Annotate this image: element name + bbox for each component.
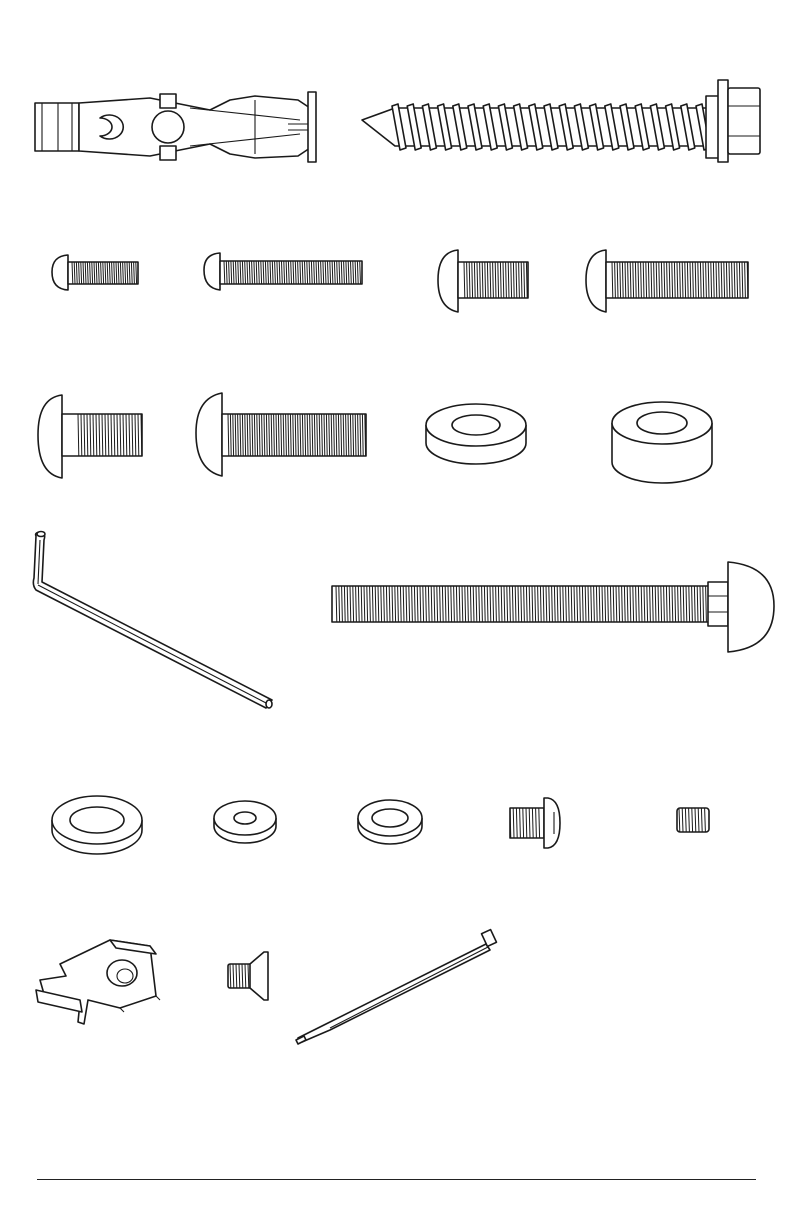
wall-anchor (35, 92, 316, 162)
cable-tie (296, 930, 496, 1044)
button-head-bolt-large-long (196, 393, 366, 476)
set-screw (677, 808, 709, 832)
carriage-bolt-long (332, 562, 774, 652)
flat-washer-medium (358, 800, 422, 844)
lag-screw-hex-head (362, 80, 760, 162)
flat-washer-wide (52, 796, 142, 854)
flat-washer-large (426, 404, 526, 464)
cable-clip (36, 940, 160, 1024)
flat-head-screw (228, 952, 268, 1000)
button-head-bolt-large-short (38, 395, 142, 478)
button-head-bolt-medium-long (586, 250, 748, 312)
button-head-bolt-small-short (52, 255, 138, 290)
button-head-bolt-small-long (204, 253, 362, 290)
hex-key (33, 532, 272, 709)
footer-rule (37, 1179, 756, 1180)
spacer (612, 402, 712, 483)
pan-head-screw (510, 798, 560, 848)
button-head-bolt-medium-short (438, 250, 528, 312)
flat-washer-small (214, 801, 276, 843)
